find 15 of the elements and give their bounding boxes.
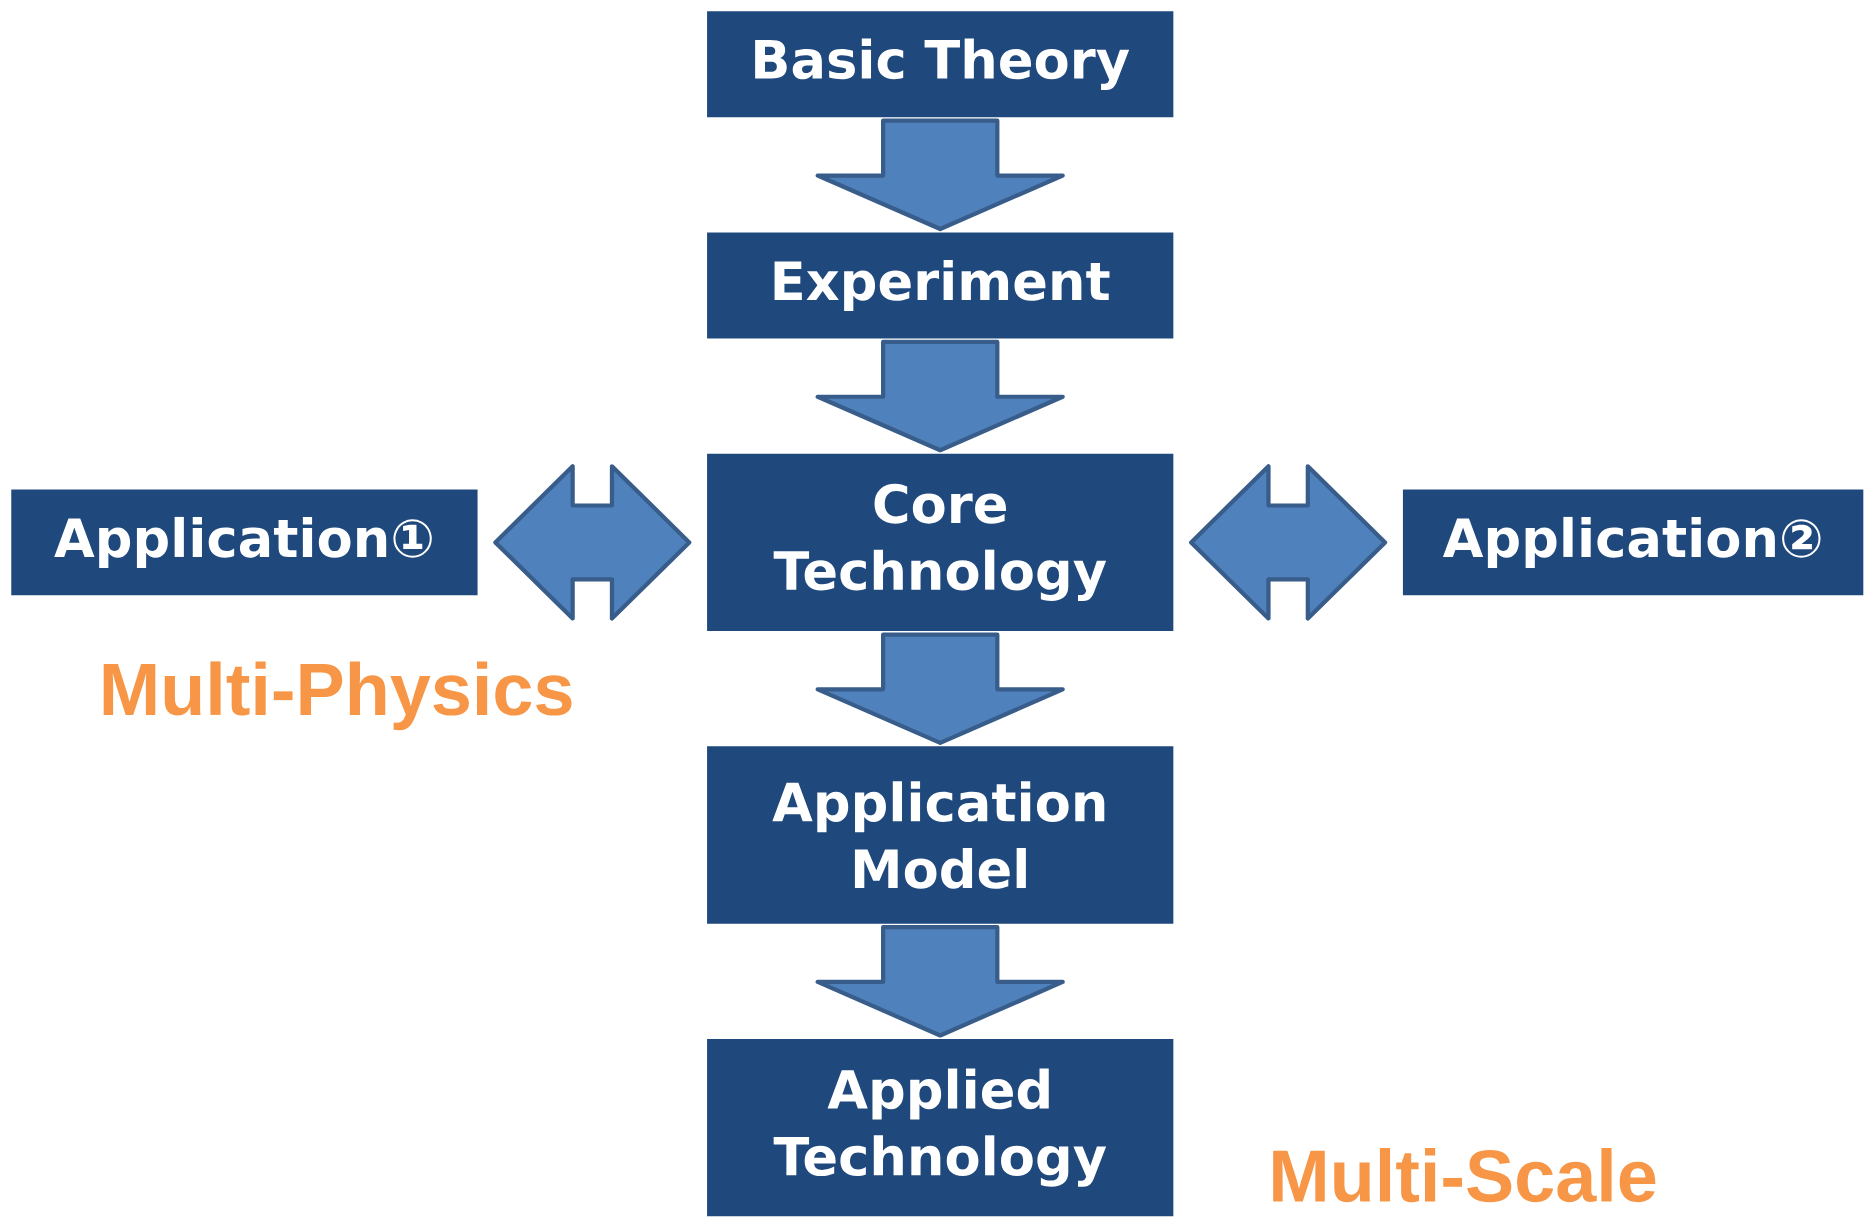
block-arrow [815, 925, 1065, 1038]
process-box: Basic Theory [703, 7, 1177, 121]
process-box: Application① [7, 485, 482, 599]
process-box: Application② [1399, 485, 1865, 599]
block-arrow [815, 632, 1065, 745]
process-box: Applied Technology [703, 1035, 1177, 1220]
label: Multi-Scale [1273, 1148, 1656, 1203]
block-arrow [1189, 464, 1388, 621]
label: Multi-Physics [103, 661, 572, 731]
process-box: Core Technology [703, 450, 1177, 635]
process-box: Application Model [703, 742, 1177, 928]
block-arrow [493, 464, 692, 621]
process-box: Experiment [703, 229, 1177, 342]
block-arrow [815, 118, 1065, 232]
block-arrow [815, 339, 1065, 453]
